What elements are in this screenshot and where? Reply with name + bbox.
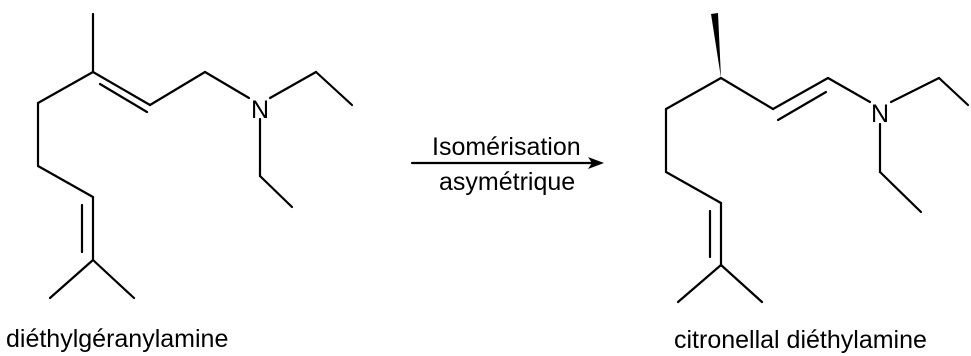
product-bond-n-ethyl1-b — [937, 76, 970, 107]
reactant-nitrogen-label: N — [251, 96, 269, 124]
reactant-structure: N — [36, 12, 354, 300]
product-bond-n-ethyl1-a — [889, 76, 941, 104]
reactant-bond-n-ethyl1-b — [314, 70, 354, 107]
product-bond-c2-c1-second — [776, 90, 828, 122]
reactant-bond-c5-c6 — [36, 164, 95, 199]
arrow-label-line2: asymétrique — [439, 168, 575, 196]
product-bond-c3-c4 — [664, 76, 723, 111]
reactant-bond-c3-c2 — [91, 70, 152, 107]
product-bond-c7-me1 — [676, 263, 723, 304]
reaction-arrow-head — [588, 157, 604, 169]
arrow-label-line1: Isomérisation — [432, 133, 581, 161]
product-bond-c2-c1 — [771, 76, 830, 111]
product-bond-n-ethyl2-b — [878, 170, 923, 214]
reactant-bond-c3-c4 — [36, 70, 95, 105]
product-bond-c5-c6 — [664, 170, 723, 205]
reactant-bond-c7-me1 — [48, 258, 95, 300]
reactant-bond-c3-c2-second — [98, 82, 149, 114]
product-bond-c3-c2 — [719, 76, 775, 111]
product-bond-c7-me2 — [719, 263, 764, 304]
reactant-name: diéthylgéranylamine — [6, 325, 228, 353]
reaction-arrow: Isomérisation asymétrique — [410, 133, 604, 196]
reactant-bond-c1-n — [203, 70, 251, 100]
reactant-bond-c7-me2 — [91, 258, 136, 300]
product-structure: N — [664, 13, 970, 304]
product-stereo-wedge — [711, 13, 721, 78]
reactant-bond-n-ethyl1-a — [268, 70, 318, 100]
product-nitrogen-label: N — [871, 100, 889, 128]
product-name: citronellal diéthylamine — [674, 326, 927, 354]
product-bond-c1-n — [826, 76, 872, 104]
reactant-bond-c2-c1 — [148, 70, 207, 107]
reactant-bond-n-ethyl2-b — [258, 174, 294, 209]
